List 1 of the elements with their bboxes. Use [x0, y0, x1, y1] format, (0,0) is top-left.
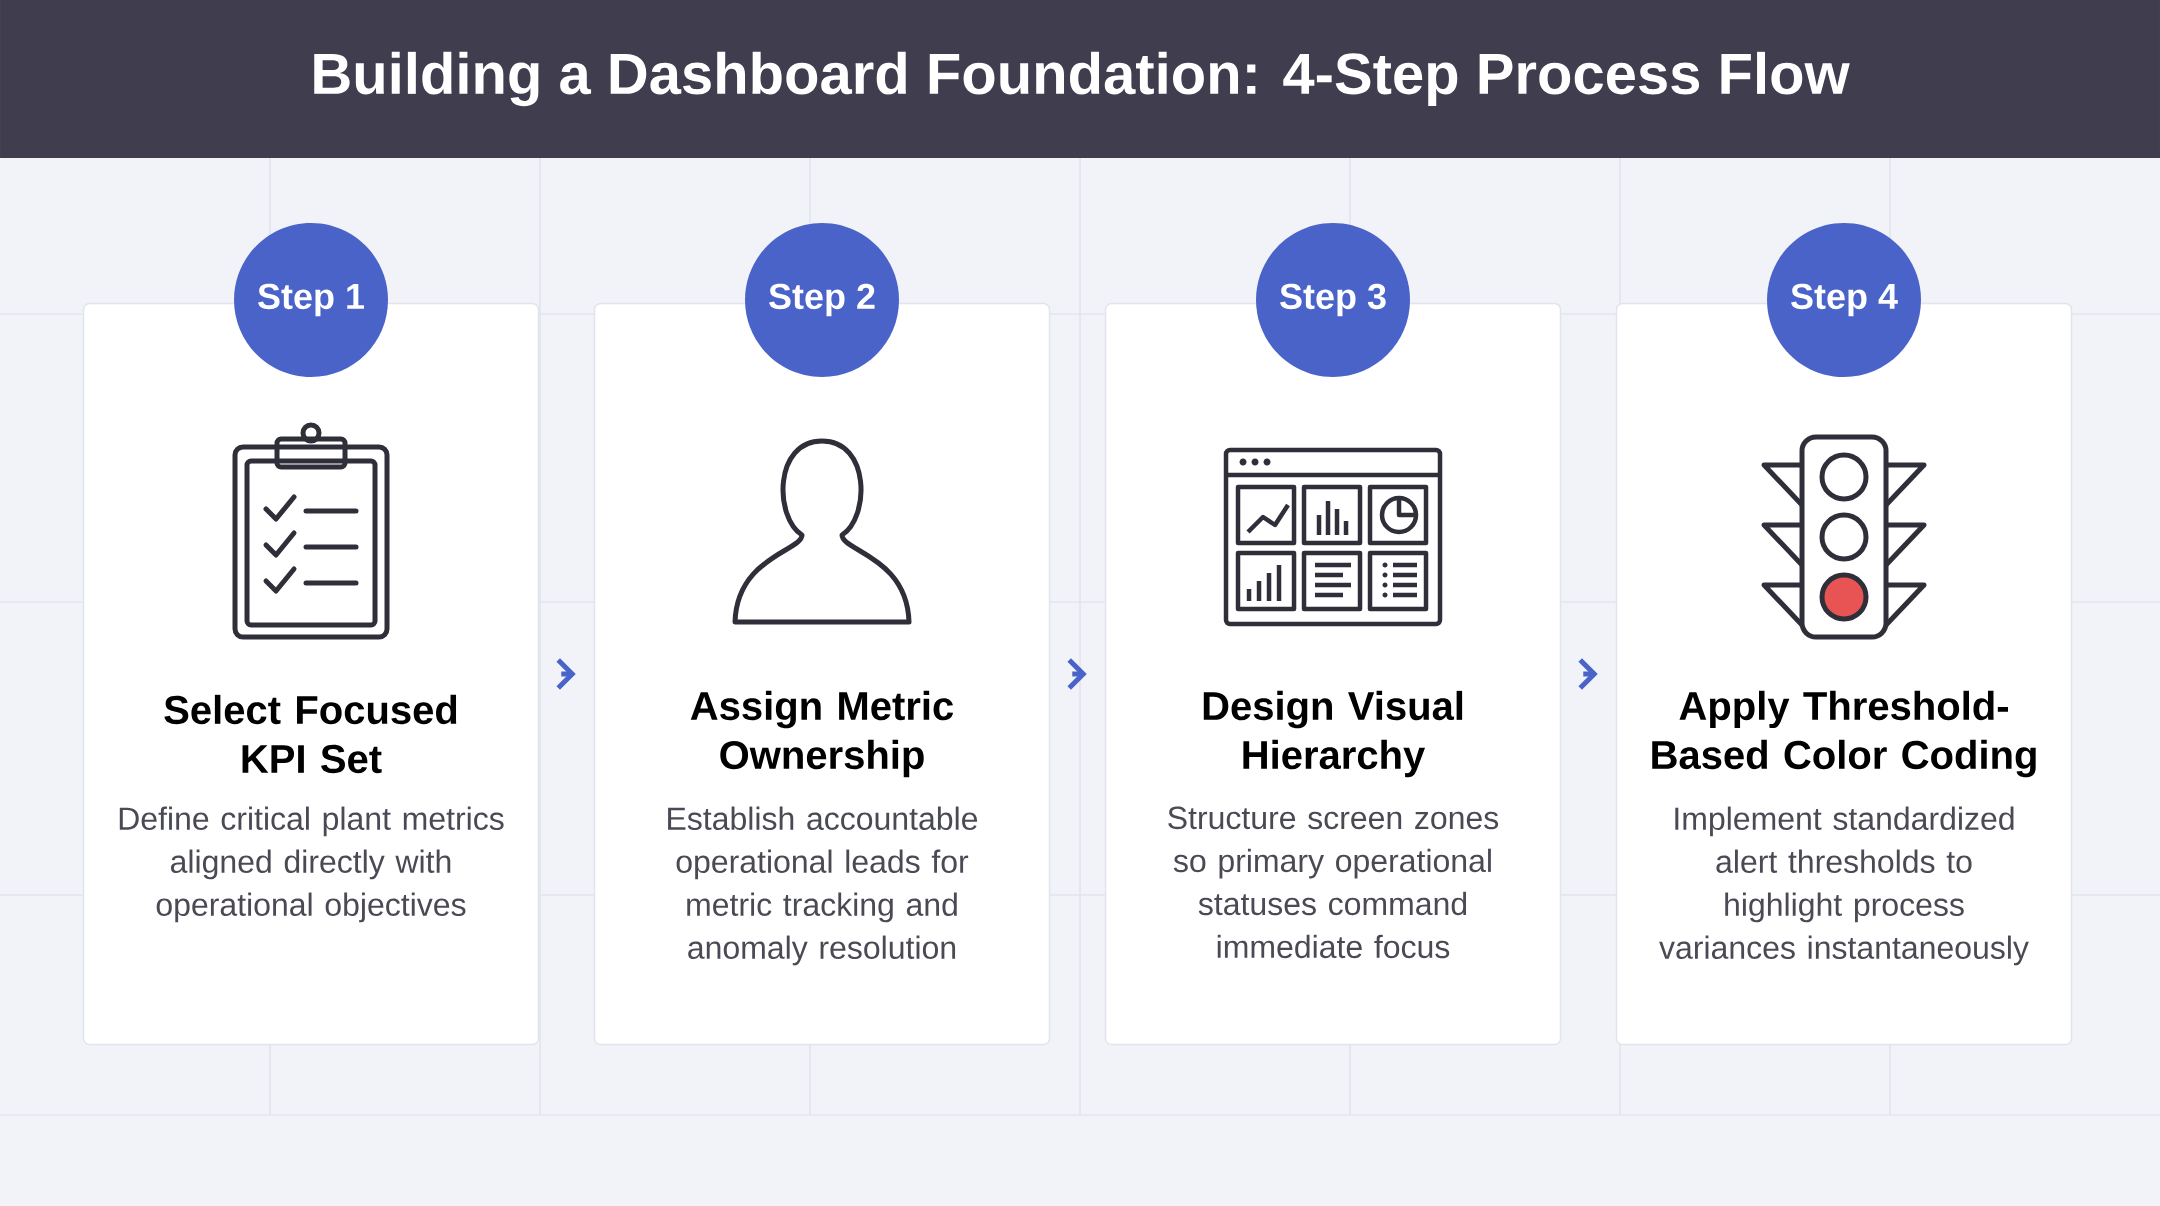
title-bar: Building a Dashboard Foundation: 4-Step Process Flow: [0, 0, 2160, 158]
